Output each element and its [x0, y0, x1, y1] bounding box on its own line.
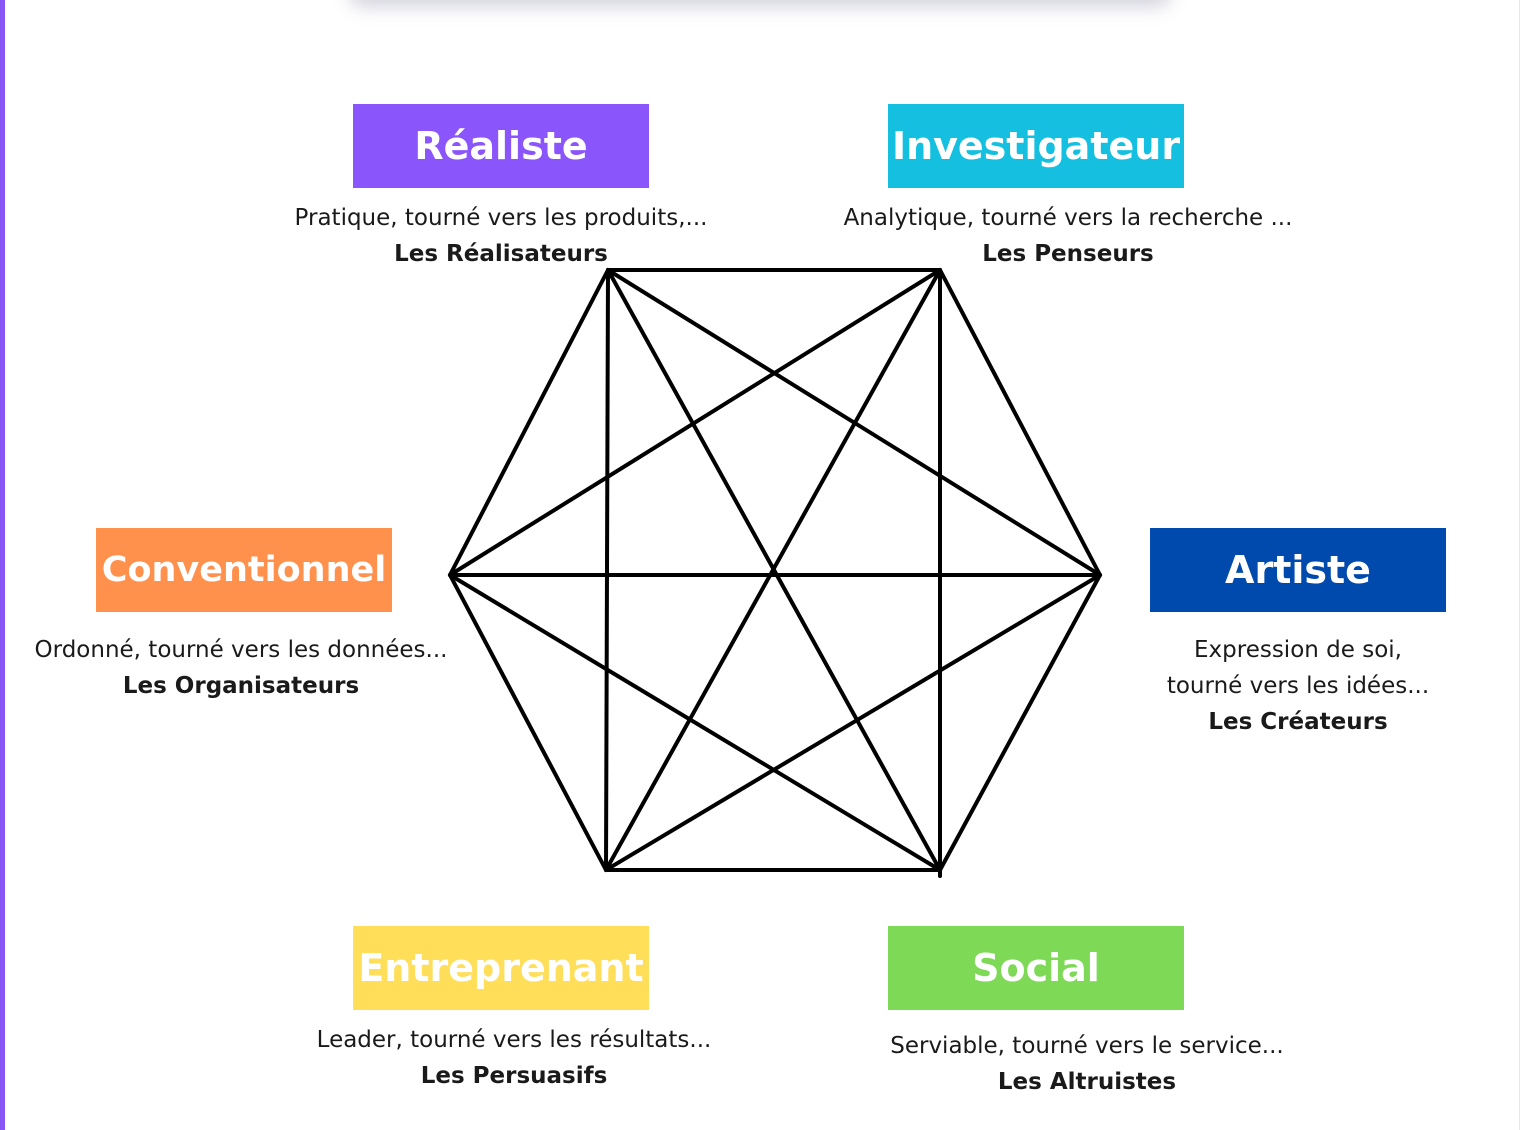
edge-entreprenant-conventionnel: [448, 573, 608, 872]
type-label-investigateur: Investigateur: [891, 124, 1181, 168]
desc-conventionnel: Ordonné, tourné vers les données... Les …: [10, 632, 472, 704]
group-label-realiste: Les Réalisateurs: [394, 241, 608, 267]
diag-investigateur-entreprenant: [604, 268, 942, 872]
type-label-social: Social: [972, 946, 1100, 990]
desc-artiste: Expression de soi, tourné vers les idées…: [1130, 632, 1466, 740]
desc-text-artiste-line2: tourné vers les idées...: [1166, 673, 1430, 699]
desc-text-artiste-line1: Expression de soi,: [1194, 637, 1402, 663]
diag-artiste-entreprenant: [604, 573, 1102, 872]
type-label-entreprenant: Entreprenant: [358, 946, 644, 990]
desc-text-conventionnel: Ordonné, tourné vers les données...: [34, 637, 448, 663]
diag-social-conventionnel: [448, 573, 942, 872]
edge-conventionnel-realiste: [448, 268, 610, 577]
edge-artiste-social: [938, 573, 1102, 872]
group-label-conventionnel: Les Organisateurs: [122, 673, 360, 699]
type-box-realiste: Réaliste: [353, 104, 649, 188]
type-label-conventionnel: Conventionnel: [101, 550, 387, 590]
desc-realiste: Pratique, tourné vers les produits,... L…: [251, 200, 751, 272]
group-label-artiste: Les Créateurs: [1208, 709, 1388, 735]
desc-text-entreprenant: Leader, tourné vers les résultats...: [316, 1027, 712, 1053]
type-label-realiste: Réaliste: [414, 124, 588, 168]
diag-realiste-artiste: [606, 268, 1102, 577]
desc-text-investigateur: Analytique, tourné vers la recherche ...: [843, 205, 1293, 231]
group-label-entreprenant: Les Persuasifs: [420, 1063, 608, 1089]
edge-investigateur-artiste: [938, 268, 1102, 577]
diag-realiste-entreprenant: [604, 268, 610, 872]
desc-investigateur: Analytique, tourné vers la recherche ...…: [800, 200, 1336, 272]
type-box-artiste: Artiste: [1150, 528, 1446, 612]
left-accent-bar: [0, 0, 5, 1130]
desc-social: Serviable, tourné vers le service... Les…: [852, 1028, 1322, 1100]
group-label-social: Les Altruistes: [997, 1069, 1177, 1095]
desc-entreprenant: Leader, tourné vers les résultats... Les…: [270, 1022, 758, 1094]
desc-text-social: Serviable, tourné vers le service...: [890, 1033, 1284, 1059]
type-box-social: Social: [888, 926, 1184, 1010]
type-box-conventionnel: Conventionnel: [96, 528, 392, 612]
type-box-investigateur: Investigateur: [888, 104, 1184, 188]
desc-text-realiste: Pratique, tourné vers les produits,...: [294, 205, 708, 231]
diag-investigateur-conventionnel: [448, 268, 942, 577]
group-label-investigateur: Les Penseurs: [982, 241, 1154, 267]
type-label-artiste: Artiste: [1225, 548, 1371, 592]
type-box-entreprenant: Entreprenant: [353, 926, 649, 1010]
